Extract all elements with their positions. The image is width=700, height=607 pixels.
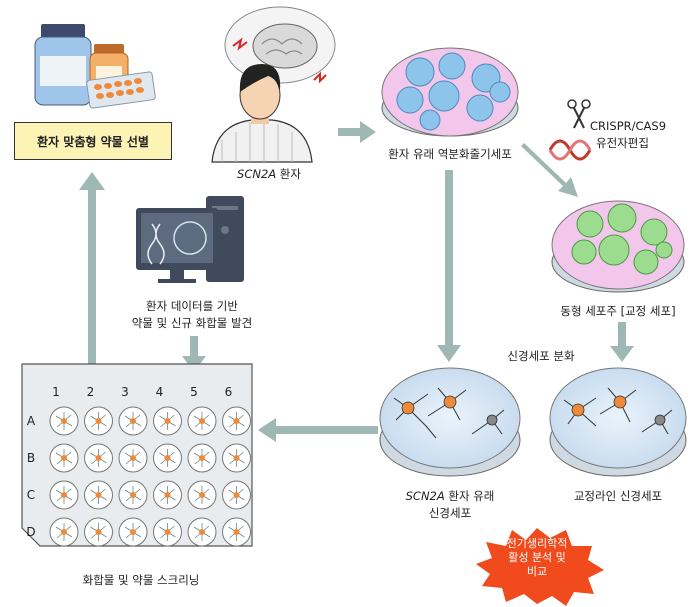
well-neuron-soma <box>61 492 67 498</box>
patient-neuron-label-line2: 신경세포 <box>428 506 472 520</box>
well-neuron-soma <box>164 455 171 461</box>
ephys-line1: 전기생리학적 <box>506 537 568 550</box>
medicine-illustration <box>34 24 156 109</box>
plate-column-label: 6 <box>224 385 233 399</box>
well-neuron-soma <box>130 418 136 424</box>
well-neuron-soma <box>130 455 136 461</box>
well-neuron-soma <box>199 418 205 424</box>
crispr-label-line1: CRISPR/CAS9 <box>590 119 667 133</box>
plate-row-label: C <box>26 488 36 502</box>
plate-row-label: D <box>26 525 36 539</box>
well-neuron-soma <box>95 418 102 424</box>
ephys-line3: 비교 <box>526 565 548 578</box>
well-neuron-soma <box>233 455 240 461</box>
patient-illustration <box>211 6 336 163</box>
isogenic-dish <box>551 200 685 293</box>
well-neuron-soma <box>233 418 240 424</box>
well-neuron-soma <box>95 455 102 461</box>
drug-selection-box: 환자 맞춤형 약물 선별 <box>14 122 172 160</box>
ephys-burst <box>476 528 604 606</box>
well-neuron-soma <box>95 492 102 498</box>
well-neuron-soma <box>130 529 136 535</box>
ephys-text: 전기생리학적 활성 분석 및 비교 <box>482 537 592 579</box>
corrected-neuron-dish <box>549 367 687 477</box>
well-neuron-soma <box>95 529 102 535</box>
plate-row-label: B <box>26 451 36 465</box>
well-neuron-soma <box>164 492 171 498</box>
patient-neuron-gene: SCN2A <box>405 489 445 503</box>
well-neuron-soma <box>199 529 205 535</box>
crispr-label-line2: 유전자편집 <box>596 136 649 150</box>
patient-gene: SCN2A <box>237 167 277 181</box>
well-neuron-soma <box>61 418 67 424</box>
plate-column-label: 2 <box>86 385 95 399</box>
ephys-line2: 활성 분석 및 <box>508 551 566 564</box>
computer-illustration <box>136 196 244 283</box>
arrow-plate-to-selection <box>79 172 105 366</box>
plate-column-label: 1 <box>52 385 60 399</box>
arrow-neurons-to-plate <box>258 418 378 442</box>
differentiation-label: 신경세포 분화 <box>507 349 575 363</box>
well-neuron-soma <box>233 492 240 498</box>
ipsc-dish <box>381 47 519 137</box>
crispr-illustration <box>548 99 592 161</box>
plate-column-label: 3 <box>121 385 129 399</box>
plate-row-label: A <box>26 414 36 428</box>
corrected-neuron-label: 교정라인 신경세포 <box>573 489 663 503</box>
plate-column-label: 4 <box>155 385 164 399</box>
arrow-isogenic-to-corrected <box>610 322 634 362</box>
patient-neuron-label-line1: SCN2A 환자 유래 <box>380 488 520 504</box>
well-neuron-soma <box>61 529 67 535</box>
patient-neuron-suffix: 환자 유래 <box>444 489 495 503</box>
well-neuron-soma <box>164 418 171 424</box>
patient-neuron-dish <box>379 367 521 477</box>
well-neuron-soma <box>233 529 240 535</box>
screening-label: 화합물 및 약물 스크리닝 <box>82 573 200 587</box>
well-neuron-soma <box>164 529 171 535</box>
flow-arrows <box>79 121 634 442</box>
well-plate <box>21 363 253 547</box>
well-neuron-soma <box>199 455 205 461</box>
well-neuron-soma <box>61 455 67 461</box>
isogenic-label: 동형 세포주 [교정 세포] <box>560 304 676 318</box>
patient-label: SCN2A 환자 <box>214 166 324 182</box>
arrow-ipsc-to-isogenic <box>521 143 578 197</box>
well-neuron-soma <box>199 492 205 498</box>
drug-selection-label: 환자 맞춤형 약물 선별 <box>37 134 149 149</box>
plate-column-label: 5 <box>190 385 198 399</box>
arrow-ipsc-to-neurons <box>437 170 461 362</box>
well-neuron-soma <box>130 492 136 498</box>
ipsc-label: 환자 유래 역분화줄기세포 <box>388 147 512 161</box>
data-label-line2: 약물 및 신규 화합물 발견 <box>131 316 253 330</box>
arrow-data-to-plate <box>182 336 206 372</box>
data-label-line1: 환자 데이터를 기반 <box>146 299 238 313</box>
patient-suffix: 환자 <box>276 167 301 181</box>
arrow-patient-to-ipsc <box>338 121 376 143</box>
